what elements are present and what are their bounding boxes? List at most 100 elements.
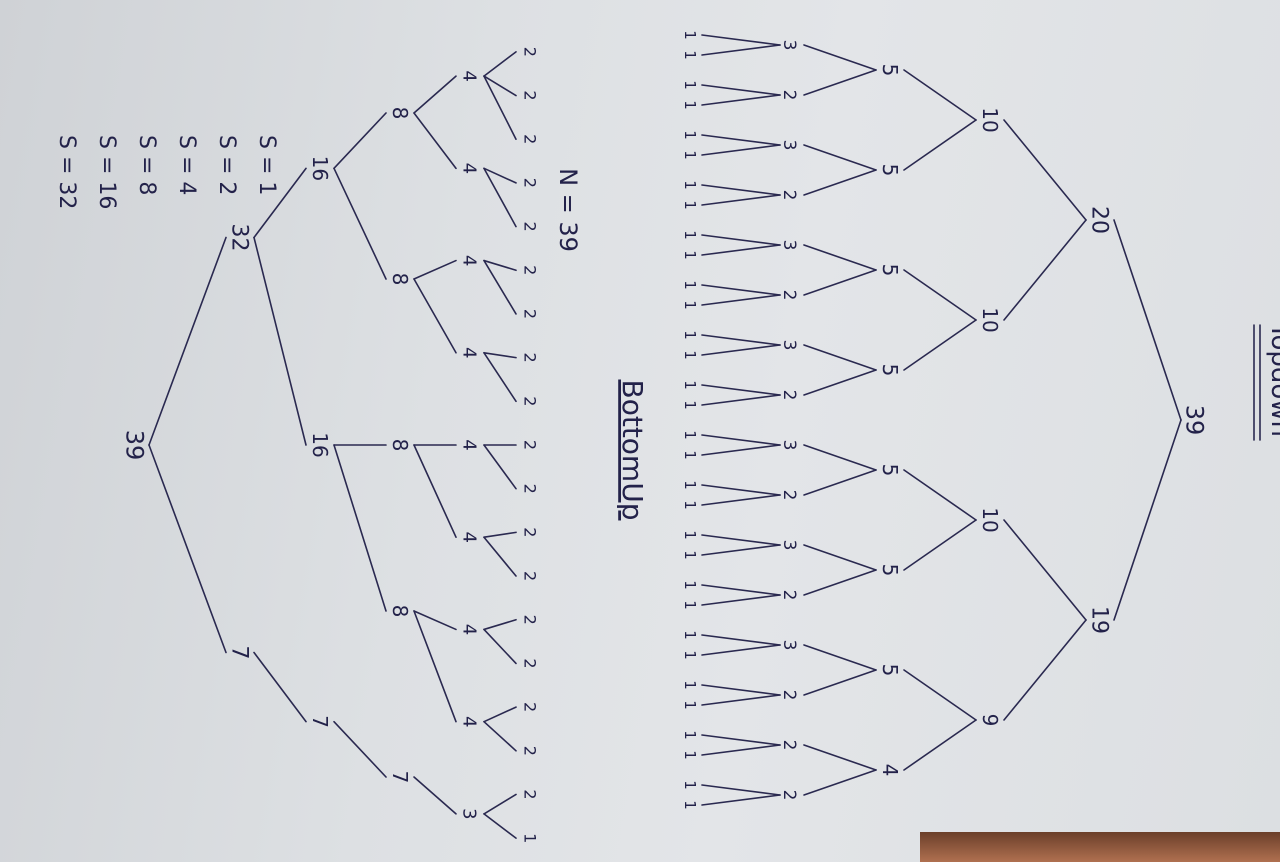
tree-leaf: 1 [681, 350, 699, 360]
tree-node: 2 [779, 490, 799, 501]
tree-edge [803, 44, 877, 71]
tree-edge [483, 813, 517, 839]
tree-edge [903, 669, 977, 721]
tree-edge [803, 144, 877, 171]
tree-node: 2 [520, 396, 539, 406]
tree-edge [701, 634, 781, 646]
n-label: N = 39 [554, 168, 582, 252]
tree-node: 1 [520, 833, 539, 843]
tree-edge [483, 536, 517, 577]
tree-node: 5 [878, 664, 902, 677]
tree-edge [483, 51, 517, 77]
tree-node: 39 [1181, 405, 1209, 436]
tree-node: 4 [459, 531, 480, 542]
tree-leaf: 1 [681, 180, 699, 190]
tree-edge [483, 793, 517, 815]
tree-node: 16 [308, 432, 332, 457]
tree-edge [701, 334, 781, 346]
tree-node: 8 [388, 107, 412, 120]
tree-node: 8 [388, 439, 412, 452]
tree-edge [701, 794, 781, 806]
tree-node: 2 [779, 390, 799, 401]
tree-edge [803, 569, 877, 596]
tree-node: 2 [520, 789, 539, 799]
tree-edge [483, 706, 517, 723]
tree-edge [483, 259, 517, 272]
tree-node: 2 [520, 221, 539, 231]
tree-edge [803, 369, 877, 396]
tree-edge [701, 694, 781, 706]
tree-edge [413, 776, 457, 815]
tree-leaf: 1 [681, 800, 699, 810]
tree-node: 10 [978, 307, 1002, 332]
tree-leaf: 1 [681, 330, 699, 340]
tree-node: 2 [520, 134, 539, 144]
tree-node: 2 [779, 790, 799, 801]
tree-leaf: 1 [681, 230, 699, 240]
tree-edge [803, 169, 877, 196]
tree-leaf: 1 [681, 50, 699, 60]
tree-edge [483, 351, 517, 359]
tree-edge [1003, 219, 1087, 321]
tree-node: 9 [978, 714, 1002, 727]
tree-edge [701, 744, 781, 756]
tree-edge [413, 278, 457, 354]
tree-leaf: 1 [681, 150, 699, 160]
tree-edge [701, 384, 781, 396]
tree-edge [701, 134, 781, 146]
tree-node: 10 [978, 107, 1002, 132]
tree-edge [701, 544, 781, 556]
tree-edge [803, 544, 877, 571]
tree-edge [1113, 219, 1182, 421]
tree-edge [701, 44, 781, 56]
tree-node: 8 [388, 273, 412, 286]
tree-edge [253, 236, 307, 446]
tree-edge [803, 644, 877, 671]
tree-node: 2 [779, 290, 799, 301]
tree-edge [1003, 119, 1087, 221]
tree-edge [701, 784, 781, 796]
tree-edge [903, 519, 977, 571]
tree-edge [413, 112, 457, 170]
tree-edge [803, 69, 877, 96]
tree-node: 3 [779, 440, 799, 451]
tree-edge [701, 344, 781, 356]
tree-leaf: 1 [681, 700, 699, 710]
tree-node: 2 [779, 190, 799, 201]
tree-node: 7 [388, 771, 412, 784]
tree-edge [903, 469, 977, 521]
tree-node: 5 [878, 464, 902, 477]
tree-leaf: 1 [681, 650, 699, 660]
tree-edge [413, 610, 457, 631]
tree-node: 5 [878, 264, 902, 277]
tree-edge [701, 284, 781, 296]
tree-edge [483, 444, 517, 490]
tree-edge [483, 167, 517, 184]
tree-node: 5 [878, 364, 902, 377]
tree-node: 2 [779, 590, 799, 601]
bottom-up-tree: 3932716167888874444444432222222222222222… [121, 47, 540, 844]
bottom-up-heading: BottomUp [616, 380, 649, 521]
tree-edge [803, 769, 877, 796]
tree-leaf: 1 [681, 280, 699, 290]
tree-leaf: 1 [681, 450, 699, 460]
tree-edge [701, 434, 781, 446]
tree-leaf: 1 [681, 750, 699, 760]
tree-node: 5 [878, 164, 902, 177]
tree-node: 3 [779, 540, 799, 551]
tree-node: 2 [520, 178, 539, 188]
tree-edge [701, 244, 781, 256]
tree-edge [701, 494, 781, 506]
tree-edge [701, 534, 781, 546]
tree-edge [903, 119, 977, 171]
tree-leaf: 1 [681, 480, 699, 490]
tree-edge [803, 344, 877, 371]
tree-edge [701, 584, 781, 596]
s-value: S = 32 [54, 135, 79, 209]
tree-edge [803, 469, 877, 496]
tree-edge [483, 75, 517, 141]
tree-leaf: 1 [681, 500, 699, 510]
tree-leaf: 1 [681, 200, 699, 210]
tree-node: 8 [388, 605, 412, 618]
